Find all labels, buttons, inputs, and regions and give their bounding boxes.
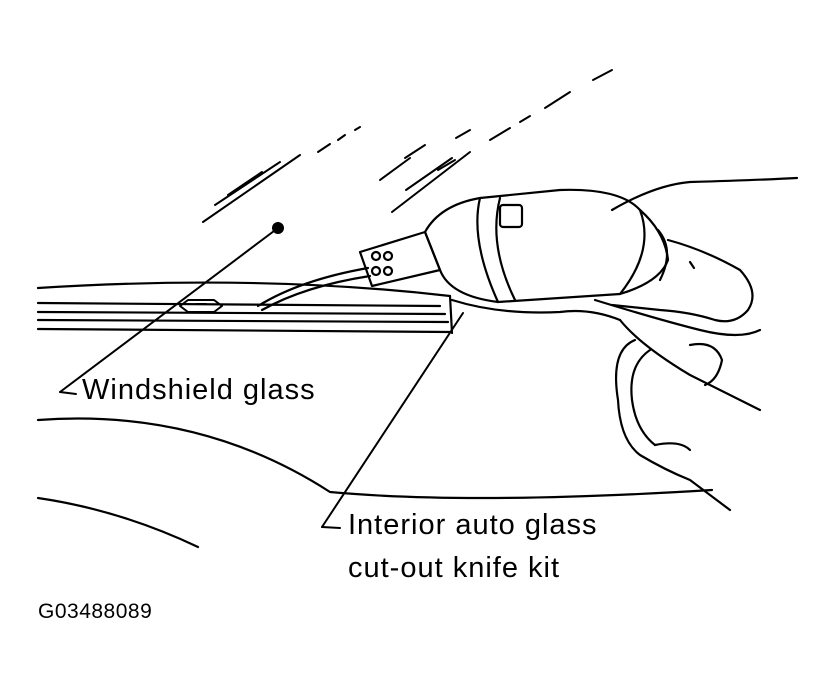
cutting-wire [256, 266, 372, 312]
dashboard-lines [36, 417, 714, 549]
glass-glare-lines [202, 69, 613, 223]
knife-handle [423, 188, 696, 304]
windshield-edge-molding [36, 281, 454, 335]
windshield-glass-label: Windshield glass [82, 374, 316, 406]
leader-lines [59, 222, 464, 529]
operator-hand [450, 176, 799, 512]
molding-clip [179, 299, 223, 313]
knife-kit-label-line2: cut-out knife kit [348, 552, 561, 584]
figure-id: G03488089 [38, 600, 153, 623]
knife-kit-label-line1: Interior auto glass [348, 509, 598, 541]
